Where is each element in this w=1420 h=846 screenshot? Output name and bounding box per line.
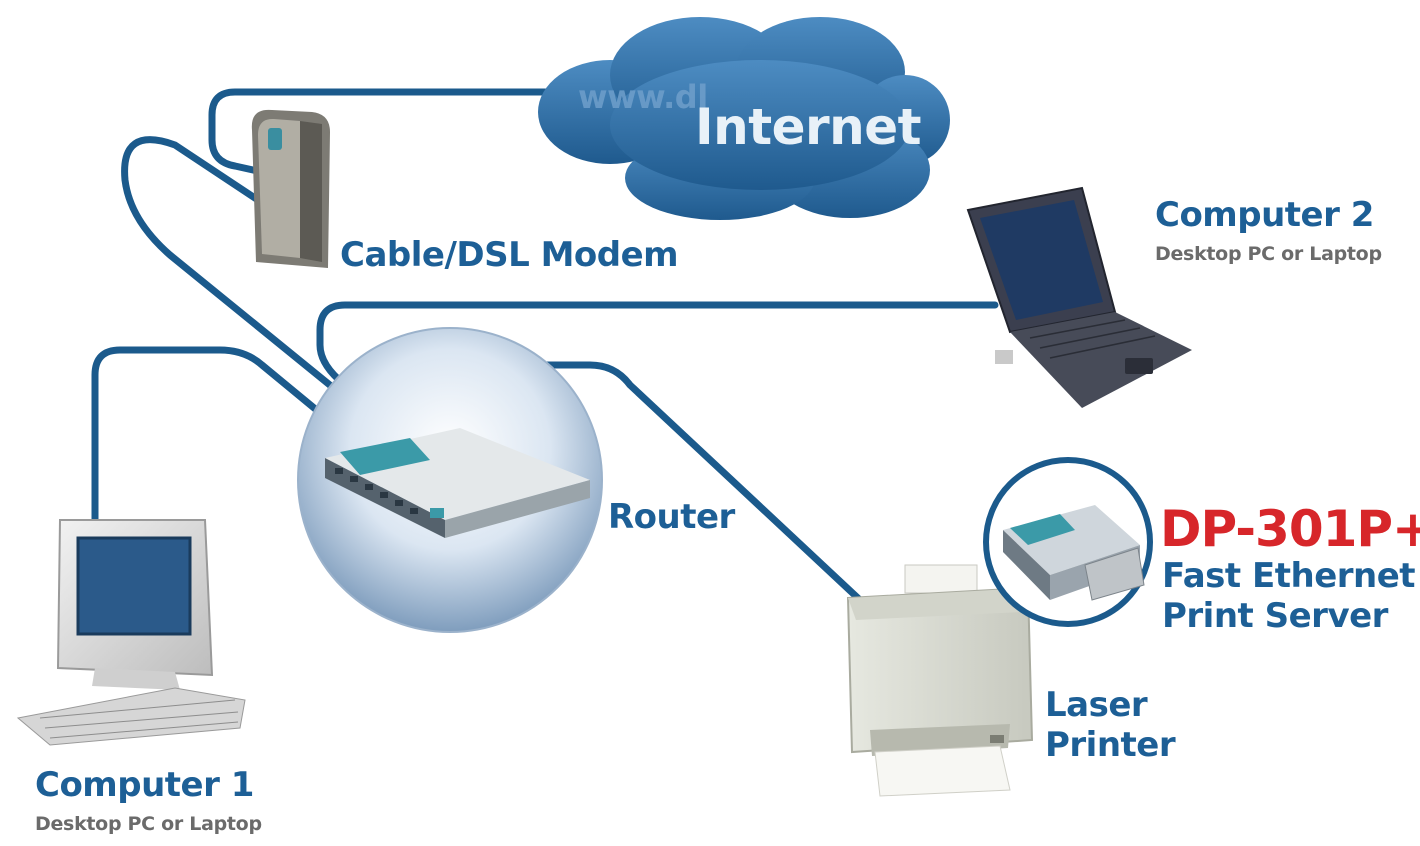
cable-computer2-to-router <box>316 301 999 436</box>
cloud-www-label: www.dl <box>578 78 708 116</box>
modem-label: Cable/DSL Modem <box>340 235 679 275</box>
print-server-label-line2: Print Server <box>1162 596 1388 636</box>
printer-label-line2: Printer <box>1045 725 1176 765</box>
cable-computer1-to-router <box>91 346 369 524</box>
computer-2-label: Computer 2 <box>1155 195 1374 235</box>
computer-2-sublabel: Desktop PC or Laptop <box>1155 243 1382 265</box>
internet-cloud <box>538 17 950 220</box>
cable-modem-to-router <box>121 136 399 442</box>
print-server-label-line1: Fast Ethernet <box>1162 556 1416 596</box>
print-server-model: DP-301P+ <box>1160 500 1420 558</box>
print-server-device <box>983 457 1153 627</box>
modem-device <box>251 109 330 268</box>
printer-label-line1: Laser <box>1045 685 1148 725</box>
computer-1-sublabel: Desktop PC or Laptop <box>35 813 262 835</box>
internet-label: Internet <box>695 98 922 156</box>
computer-1-device <box>16 519 246 746</box>
computer-2-device <box>966 186 1192 408</box>
router-label: Router <box>608 497 735 537</box>
router-device <box>297 327 603 633</box>
cable-modem-to-internet <box>208 88 564 176</box>
laser-printer-device <box>846 564 1034 797</box>
computer-1-label: Computer 1 <box>35 765 254 805</box>
